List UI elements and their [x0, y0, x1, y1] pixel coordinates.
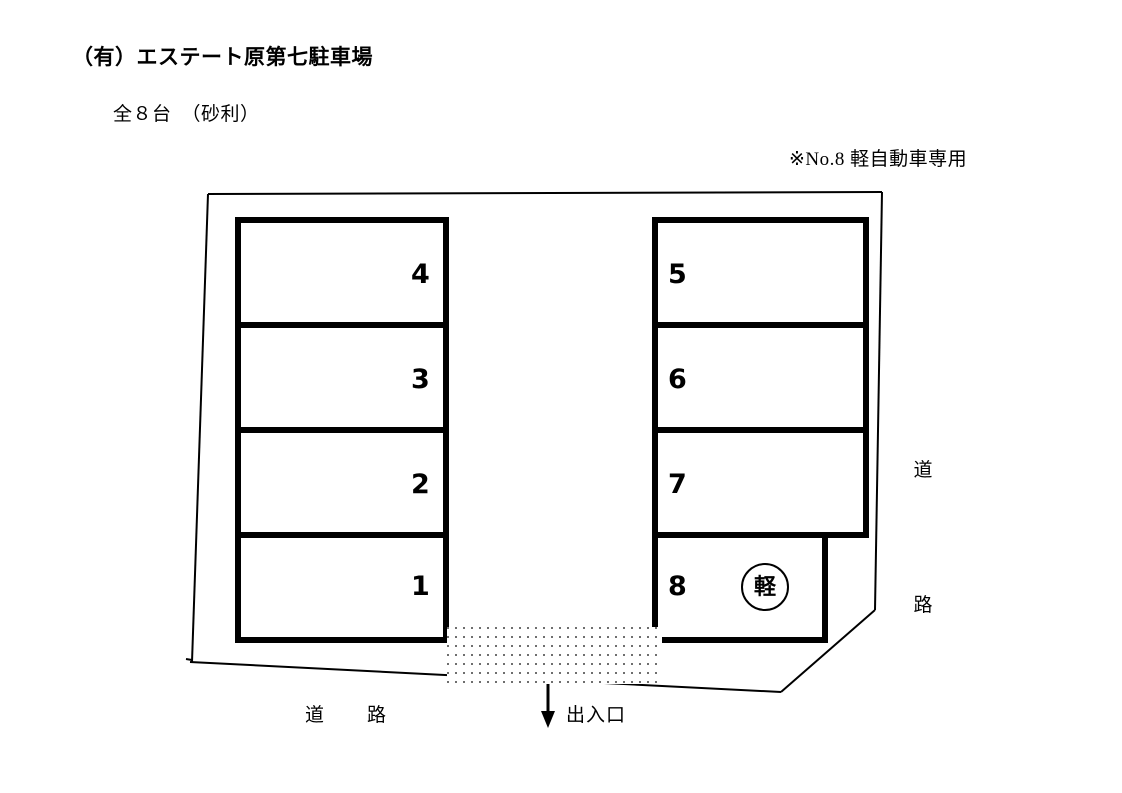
boundary-road-tail-left — [185, 658, 193, 661]
stall-number-1: 1 — [411, 571, 430, 602]
right-stall-block-upper — [652, 217, 869, 538]
stall-number-7: 7 — [668, 469, 687, 500]
page-title: （有）エステート原第七駐車場 — [72, 45, 373, 69]
stall-number-3: 3 — [411, 364, 430, 395]
entrance-label: 出入口 — [566, 705, 627, 726]
stall-number-2: 2 — [411, 469, 430, 500]
entrance-gravel-patch — [447, 627, 662, 684]
road-label-right-char-2: 路 — [913, 595, 933, 616]
boundary-right-edge — [874, 191, 883, 611]
road-label-bottom: 道 路 — [305, 705, 399, 726]
boundary-top-edge — [207, 191, 883, 195]
road-label-right-char-1: 道 — [913, 460, 933, 481]
stall-number-4: 4 — [411, 259, 430, 290]
capacity-note: 全８台 （砂利） — [113, 104, 260, 125]
boundary-left-edge — [191, 193, 209, 663]
stall-number-8: 8 — [668, 571, 687, 602]
boundary-right-bevel — [780, 609, 876, 693]
right-stall-8 — [652, 532, 828, 643]
kei-car-note: ※No.8 軽自動車専用 — [789, 149, 968, 170]
road-label-right: 道 路 — [910, 358, 936, 718]
stall-number-5: 5 — [668, 259, 687, 290]
kei-car-badge: 軽 — [741, 563, 789, 611]
stall-number-6: 6 — [668, 364, 687, 395]
